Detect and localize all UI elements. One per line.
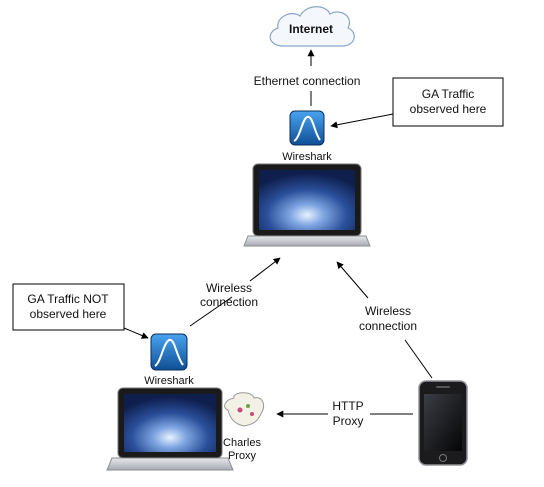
callout-observed-line2: observed here (410, 102, 487, 116)
callout-not-observed-arrow (123, 327, 149, 339)
laptop-bottom-base (106, 457, 234, 471)
callout-not-observed-line2: observed here (30, 307, 107, 321)
wireless-left-line2: connection (200, 295, 258, 309)
callout-not-observed-box (12, 283, 125, 331)
wireshark-icon (150, 333, 188, 371)
charles-proxy-line1: Charles (223, 437, 261, 449)
laptop-top-base (243, 235, 371, 247)
wireless-right-line2: connection (359, 319, 417, 333)
wireless-right-line (404, 339, 433, 379)
wireless-left-arrow (249, 257, 281, 282)
wireshark-left: Wireshark (144, 333, 194, 387)
callout-observed: GA Traffic observed here (330, 77, 504, 129)
callout-observed-arrow (330, 113, 394, 129)
wireshark-left-label: Wireshark (144, 375, 194, 387)
charles-proxy: Charles Proxy (223, 392, 265, 462)
laptop-bottom-screen (124, 394, 216, 452)
ethernet-label: Ethernet connection (254, 74, 361, 88)
internet-cloud: Internet (269, 6, 355, 47)
callout-not-observed-line1: GA Traffic NOT (27, 292, 109, 306)
teapot-icon (224, 392, 265, 427)
cloud-icon (269, 6, 355, 47)
iphone-home-button (439, 454, 447, 462)
wireshark-top-label: Wireshark (282, 151, 332, 163)
laptop-top (243, 163, 371, 247)
iphone (418, 380, 468, 466)
wireless-left-line1: Wireless (206, 281, 252, 295)
http-proxy-line1: HTTP (332, 399, 363, 413)
wireshark-top: Wireshark (282, 110, 332, 163)
laptop-top-screen (259, 170, 355, 230)
wireless-left-line (189, 296, 233, 327)
callout-observed-box (392, 77, 504, 127)
wireless-right-arrow (336, 261, 369, 299)
http-proxy-line2: Proxy (333, 414, 364, 428)
callout-observed-line1: GA Traffic (422, 87, 474, 101)
charles-proxy-line2: Proxy (228, 450, 257, 462)
iphone-screen (424, 394, 462, 451)
callout-not-observed: GA Traffic NOT observed here (12, 283, 149, 339)
laptop-bottom-left (106, 387, 234, 471)
wireless-right-line1: Wireless (365, 304, 411, 318)
internet-label: Internet (289, 22, 333, 36)
